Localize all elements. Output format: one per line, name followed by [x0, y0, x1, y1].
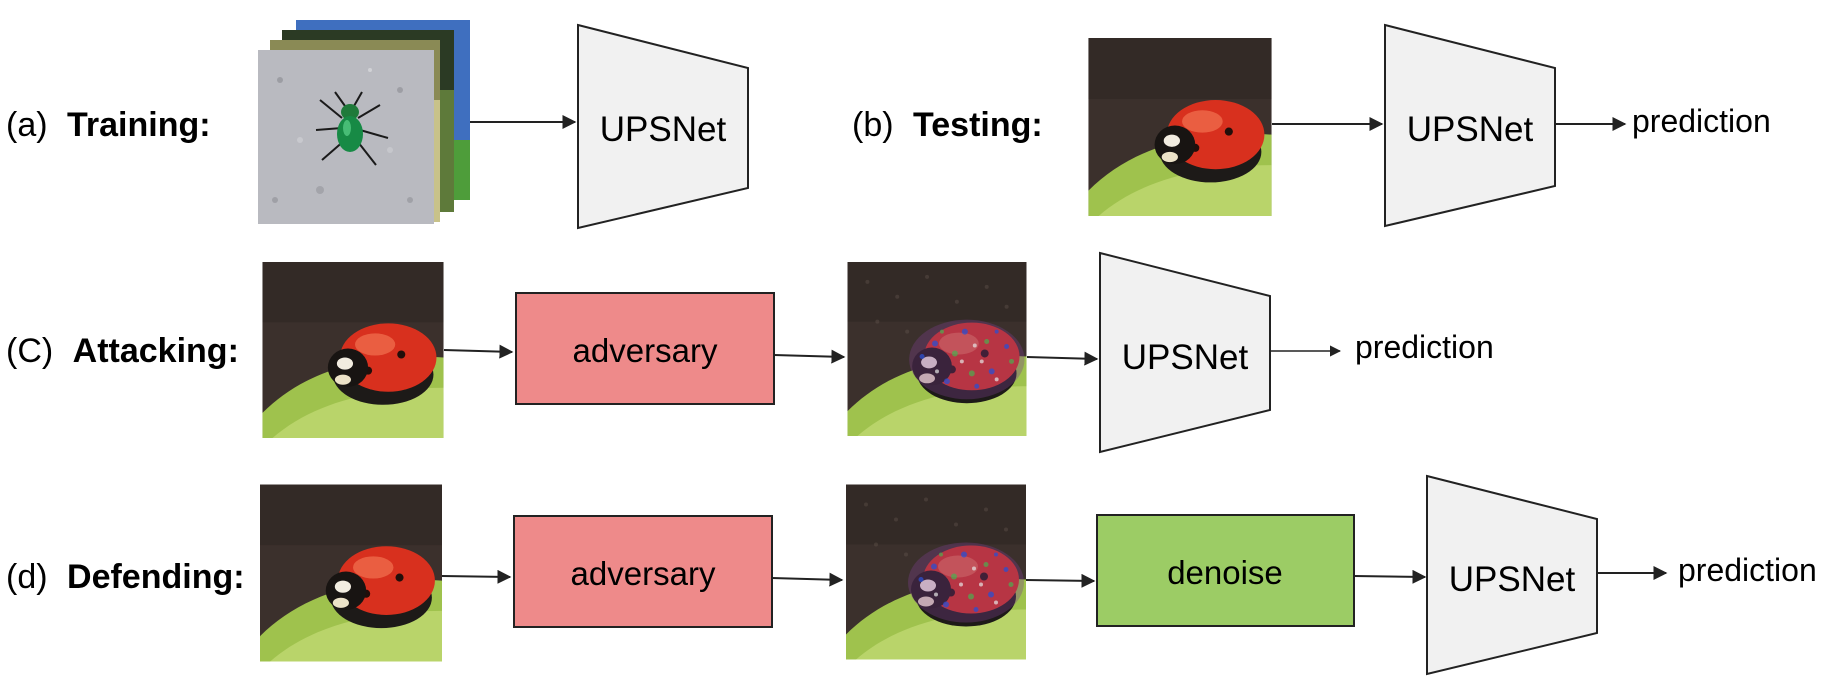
upsnet-label-b: UPSNet: [1407, 110, 1534, 149]
upsnet-network-b: [1384, 23, 1556, 228]
adversary-box-c: [515, 292, 775, 405]
row-a-label: (a) Training:: [6, 106, 211, 144]
training-images-stack: [258, 20, 470, 224]
denoise-label: denoise: [1167, 554, 1283, 591]
adversary-label-d: adversary: [571, 555, 716, 592]
arrow-d-adversary-to-noisy: [771, 572, 844, 587]
row-c-prefix: (C): [6, 332, 53, 370]
beetle-photo: [258, 50, 434, 224]
row-b-label: (b) Testing:: [852, 106, 1043, 144]
upsnet-label-d: UPSNet: [1449, 560, 1576, 599]
row-b-prefix: (b): [852, 106, 894, 144]
row-d-label: (d) Defending:: [6, 558, 245, 596]
row-c-label: (C) Attacking:: [6, 332, 239, 370]
attacking-perturbed-photo: [848, 262, 1027, 436]
upsnet-label-a: UPSNet: [600, 110, 727, 149]
defending-perturbed-photo: [846, 485, 1026, 660]
row-a-title: Training:: [67, 106, 211, 144]
upsnet-network-d: [1426, 474, 1598, 676]
prediction-text-c: prediction: [1355, 329, 1494, 365]
row-d-prefix: (d): [6, 558, 48, 596]
row-b-title: Testing:: [913, 106, 1043, 144]
denoise-box: [1096, 514, 1355, 627]
arrow-d-noisy-to-denoise: [1025, 573, 1096, 588]
arrow-d-image-to-adversary: [441, 569, 512, 584]
arrow-c-image-to-adversary: [443, 344, 514, 359]
defending-ladybug-photo: [260, 484, 442, 662]
testing-ladybug-photo: [1088, 38, 1272, 216]
row-d-title: Defending:: [67, 558, 245, 596]
prediction-text-d: prediction: [1678, 552, 1817, 588]
arrow-d-denoise-to-upsnet: [1353, 569, 1427, 584]
arrow-c-noisy-to-upsnet: [1026, 351, 1099, 366]
prediction-text-b: prediction: [1632, 103, 1771, 139]
upsnet-network-c: [1099, 251, 1271, 454]
upsnet-network-a: [577, 23, 749, 230]
row-a-prefix: (a): [6, 106, 48, 144]
row-c-title: Attacking:: [73, 332, 239, 370]
adversary-label-c: adversary: [573, 332, 718, 369]
upsnet-label-c: UPSNet: [1122, 338, 1249, 377]
adversary-box-d: [513, 515, 773, 628]
arrow-c-adversary-to-noisy: [773, 349, 846, 364]
attacking-ladybug-photo: [262, 262, 444, 438]
